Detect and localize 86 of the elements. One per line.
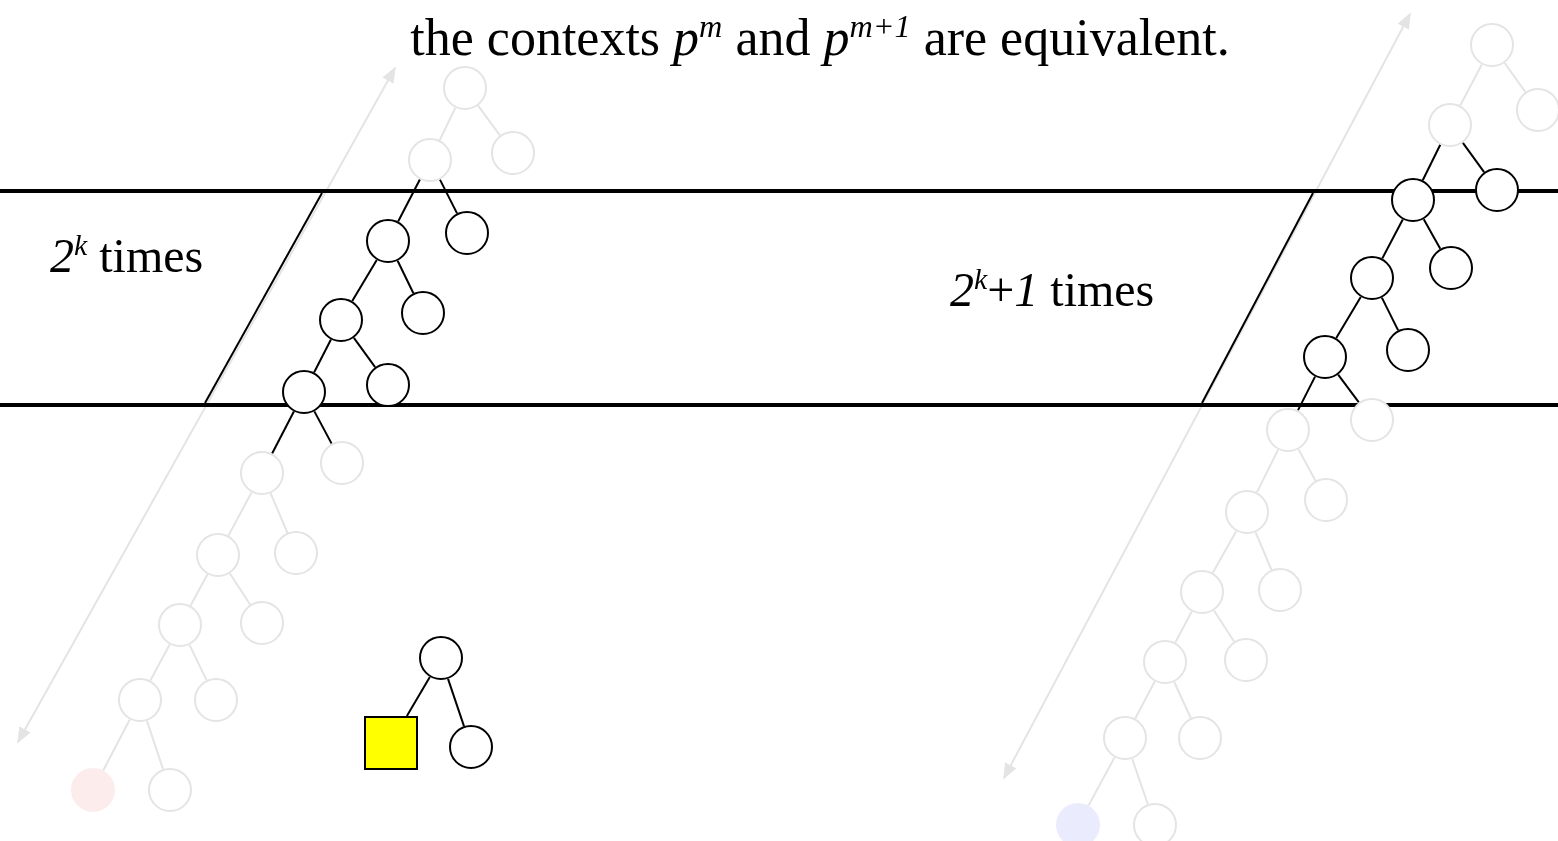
tree-edge bbox=[1174, 610, 1193, 644]
tree-node-circle bbox=[1350, 398, 1394, 442]
tree-edge bbox=[313, 410, 333, 445]
tree-node-circle bbox=[282, 370, 326, 414]
tree-node-circle bbox=[1470, 23, 1514, 67]
tree-node-circle bbox=[274, 531, 318, 575]
tree-edge bbox=[1212, 609, 1236, 643]
tree-edge bbox=[1380, 296, 1400, 332]
tree-node-circle bbox=[196, 533, 240, 577]
tree-node-circle bbox=[1350, 256, 1394, 300]
tree-edge bbox=[351, 258, 378, 303]
tree-edge bbox=[1254, 531, 1273, 571]
tree-edge bbox=[477, 104, 501, 137]
tree-node-circle bbox=[1391, 178, 1435, 222]
tree-edge bbox=[269, 492, 289, 534]
highlighted-square bbox=[364, 716, 418, 770]
tree-node-circle bbox=[1225, 490, 1269, 534]
tree-edge bbox=[447, 677, 465, 728]
tree-edge bbox=[1087, 756, 1116, 807]
tree-edge bbox=[1211, 530, 1238, 574]
tree-node-circle bbox=[1428, 103, 1472, 147]
tree-edge bbox=[271, 410, 295, 455]
tree-edge bbox=[438, 106, 457, 142]
tree-edge bbox=[1297, 448, 1317, 482]
tree-edge bbox=[227, 491, 253, 537]
tree-edge bbox=[149, 643, 171, 682]
tree-edge bbox=[397, 178, 421, 223]
tree-edge bbox=[1337, 373, 1360, 404]
tree-node-circle bbox=[1143, 640, 1187, 684]
tree-node-circle bbox=[1180, 570, 1224, 614]
tree-node-circle bbox=[1103, 716, 1147, 760]
tree-edge bbox=[1421, 143, 1442, 182]
tree-edge bbox=[1335, 295, 1362, 340]
tree-edge bbox=[1173, 681, 1192, 719]
tree-edge bbox=[396, 259, 415, 295]
tree-node-circle bbox=[449, 725, 493, 769]
tree-edge bbox=[188, 643, 208, 682]
tree-node-circle bbox=[1303, 335, 1347, 379]
tree-edge bbox=[352, 336, 377, 369]
tree-edge bbox=[405, 675, 431, 717]
tree-edge bbox=[102, 718, 131, 772]
tree-node-circle bbox=[71, 768, 115, 812]
tree-node-circle bbox=[320, 441, 364, 485]
tree-node-circle bbox=[445, 211, 489, 255]
tree-node-circle bbox=[1056, 803, 1100, 841]
tree-node-circle bbox=[1386, 328, 1430, 372]
tree-node-circle bbox=[1133, 803, 1177, 841]
tree-node-circle bbox=[1429, 246, 1473, 290]
tree-edge bbox=[313, 338, 332, 374]
tree-node-circle bbox=[1258, 568, 1302, 612]
tree-edge bbox=[1381, 218, 1404, 260]
tree-edge bbox=[228, 572, 252, 606]
tree-edge bbox=[438, 178, 459, 215]
tree-edge bbox=[1503, 61, 1527, 94]
tree-node-circle bbox=[443, 66, 487, 110]
title: the contexts p$^{m}$ and p$^{m+1}$ are equivalent. bbox=[409, 8, 1231, 68]
tree-node-circle bbox=[401, 291, 445, 335]
tree-edge bbox=[145, 719, 165, 771]
tree-node-circle bbox=[194, 678, 238, 722]
tree-edge bbox=[1131, 757, 1149, 806]
tree-edge bbox=[1134, 680, 1156, 720]
tree-edge bbox=[189, 573, 209, 607]
tree-edge bbox=[1422, 218, 1442, 250]
tree-node-circle bbox=[319, 298, 363, 342]
tree-node-circle bbox=[158, 603, 202, 647]
tree-node-circle bbox=[1178, 716, 1222, 760]
tree-node-circle bbox=[240, 601, 284, 645]
tree-node-circle bbox=[408, 138, 452, 182]
tree-node-circle bbox=[419, 636, 463, 680]
tree-node-circle bbox=[148, 768, 192, 812]
tree-node-circle bbox=[1304, 478, 1348, 522]
tree-node-circle bbox=[1475, 168, 1519, 212]
tree-node-circle bbox=[1224, 638, 1268, 682]
tree-node-circle bbox=[118, 678, 162, 722]
band-label: 2$^{k}$ times bbox=[50, 228, 204, 283]
tree-edge bbox=[1459, 63, 1483, 107]
tree-node-circle bbox=[366, 363, 410, 407]
tree-node-circle bbox=[491, 131, 535, 175]
tree-edge bbox=[1461, 141, 1486, 174]
tree-node-circle bbox=[240, 451, 284, 495]
tree-edge bbox=[1255, 448, 1280, 494]
tree-node-circle bbox=[1266, 408, 1310, 452]
band-label: 2$^{k}$+1 times bbox=[950, 262, 1155, 317]
tree-node-circle bbox=[366, 219, 410, 263]
tree-node-circle bbox=[1516, 88, 1558, 132]
tree-edge bbox=[1296, 375, 1317, 412]
